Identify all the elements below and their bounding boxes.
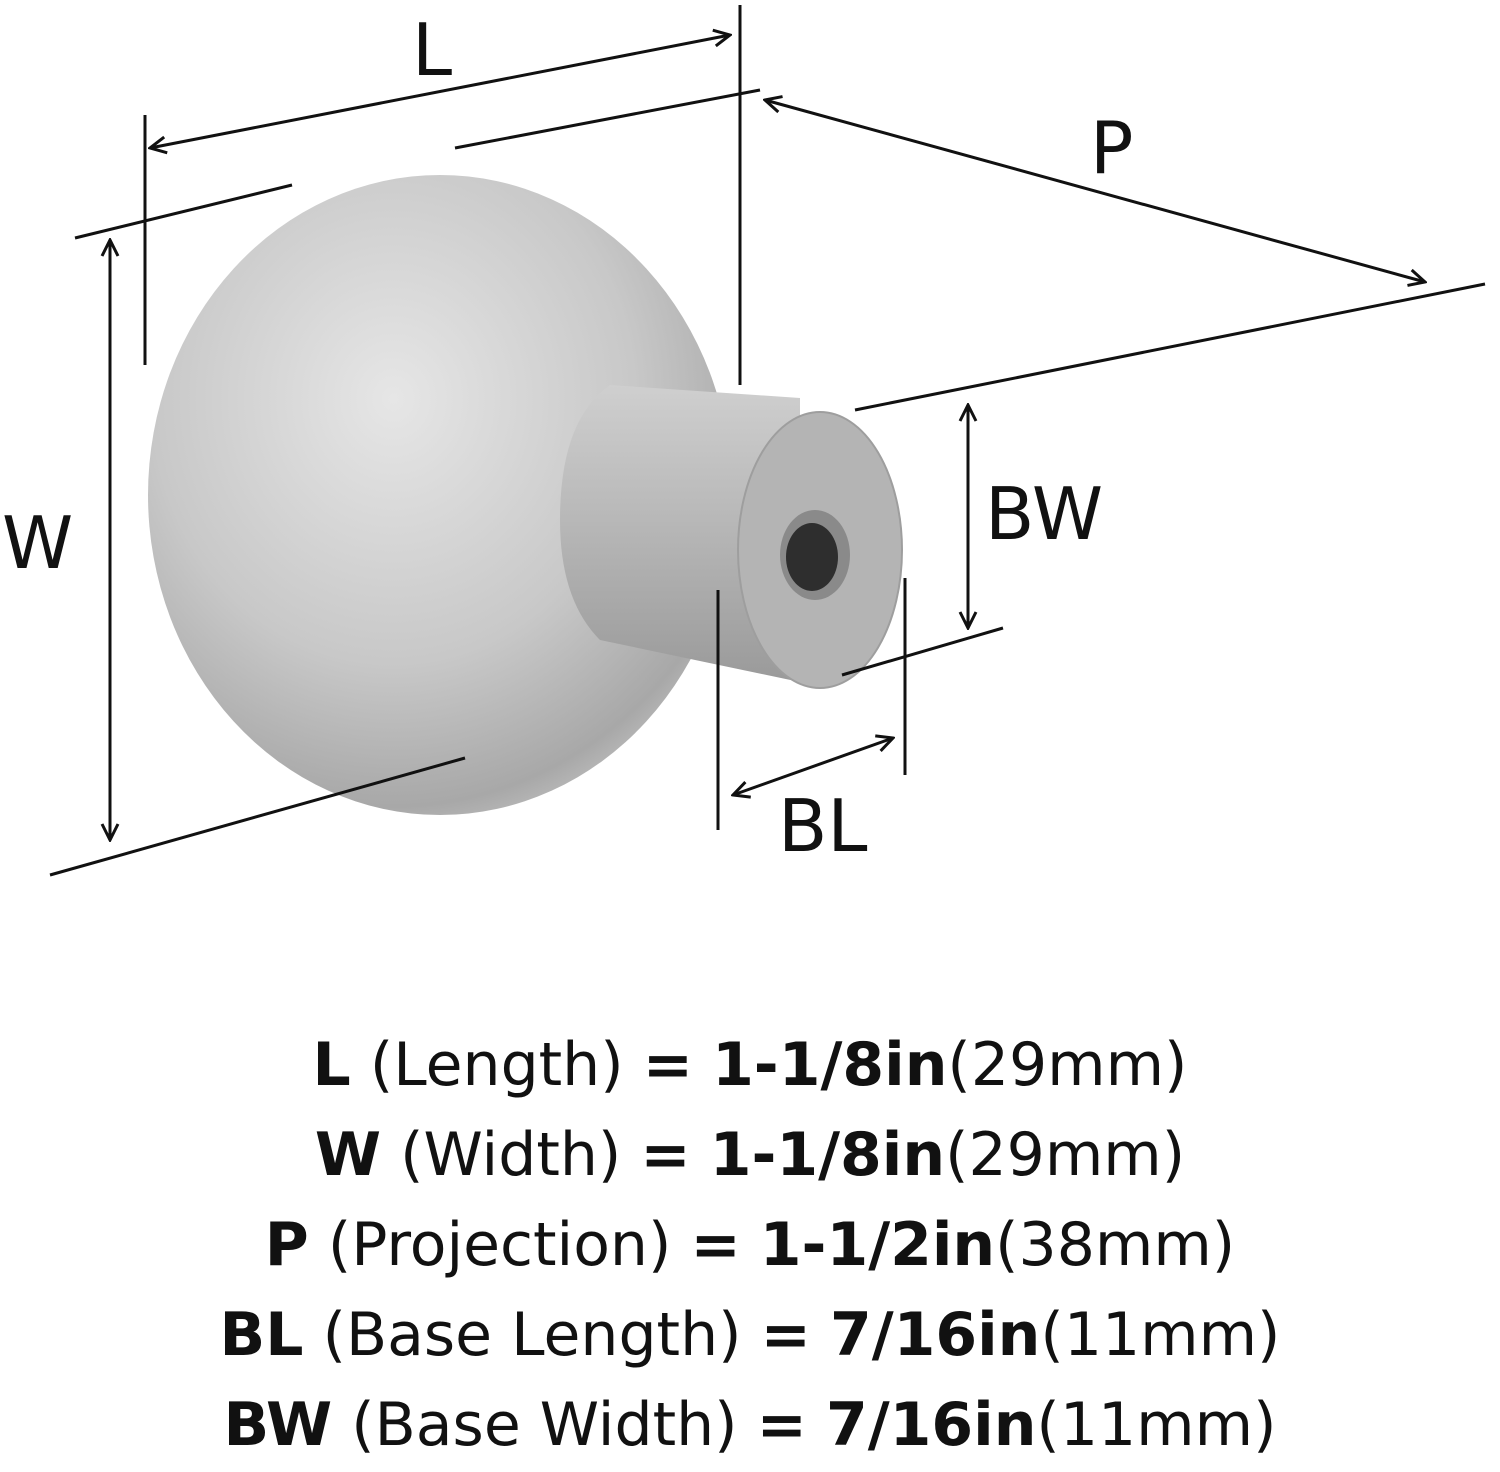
spec-row-length: L (Length) = 1-1/8in(29mm) xyxy=(0,1020,1500,1110)
spec-code: P xyxy=(264,1210,309,1280)
spec-code: BL xyxy=(219,1300,304,1370)
knob-stem xyxy=(560,385,903,689)
spec-imperial: 1-1/8in xyxy=(712,1030,948,1100)
spec-equals: = xyxy=(690,1210,741,1280)
spec-code: BW xyxy=(223,1390,333,1460)
spec-metric: (11mm) xyxy=(1040,1300,1281,1370)
spec-equals: = xyxy=(760,1300,811,1370)
spec-name: (Projection) xyxy=(327,1210,672,1280)
spec-name: (Width) xyxy=(400,1120,622,1190)
spec-code: L xyxy=(312,1030,351,1100)
spec-row-base-length: BL (Base Length) = 7/16in(11mm) xyxy=(0,1290,1500,1380)
dimension-line-p xyxy=(765,100,1425,282)
dimension-diagram: L P W BW BL xyxy=(2,5,1486,877)
label-bw: BW xyxy=(985,472,1104,556)
knob-ball xyxy=(148,175,732,815)
label-p: P xyxy=(1090,106,1134,190)
spec-name: (Base Length) xyxy=(322,1300,742,1370)
label-bl: BL xyxy=(778,784,868,868)
spec-row-projection: P (Projection) = 1-1/2in(38mm) xyxy=(0,1200,1500,1290)
knob-drawing xyxy=(49,5,1486,877)
label-w: W xyxy=(2,501,74,585)
spec-imperial: 7/16in xyxy=(825,1390,1037,1460)
dimension-lines xyxy=(49,5,1486,877)
spec-metric: (38mm) xyxy=(995,1210,1236,1280)
spec-equals: = xyxy=(756,1390,807,1460)
spec-code: W xyxy=(314,1120,382,1190)
spec-name: (Length) xyxy=(369,1030,624,1100)
spec-equals: = xyxy=(640,1120,691,1190)
spec-imperial: 1-1/2in xyxy=(759,1210,996,1280)
spec-metric: (29mm) xyxy=(947,1030,1188,1100)
spec-imperial: 7/16in xyxy=(829,1300,1041,1370)
spec-metric: (11mm) xyxy=(1036,1390,1277,1460)
spec-list: L (Length) = 1-1/8in(29mm) W (Width) = 1… xyxy=(0,1020,1500,1470)
spec-row-width: W (Width) = 1-1/8in(29mm) xyxy=(0,1110,1500,1200)
spec-name: (Base Width) xyxy=(351,1390,738,1460)
dimension-line-l xyxy=(150,35,730,148)
spec-imperial: 1-1/8in xyxy=(709,1120,946,1190)
label-l: L xyxy=(412,8,453,92)
spec-row-base-width: BW (Base Width) = 7/16in(11mm) xyxy=(0,1380,1500,1470)
dimension-line-bl xyxy=(733,738,893,795)
spec-metric: (29mm) xyxy=(945,1120,1186,1190)
spec-equals: = xyxy=(642,1030,693,1100)
